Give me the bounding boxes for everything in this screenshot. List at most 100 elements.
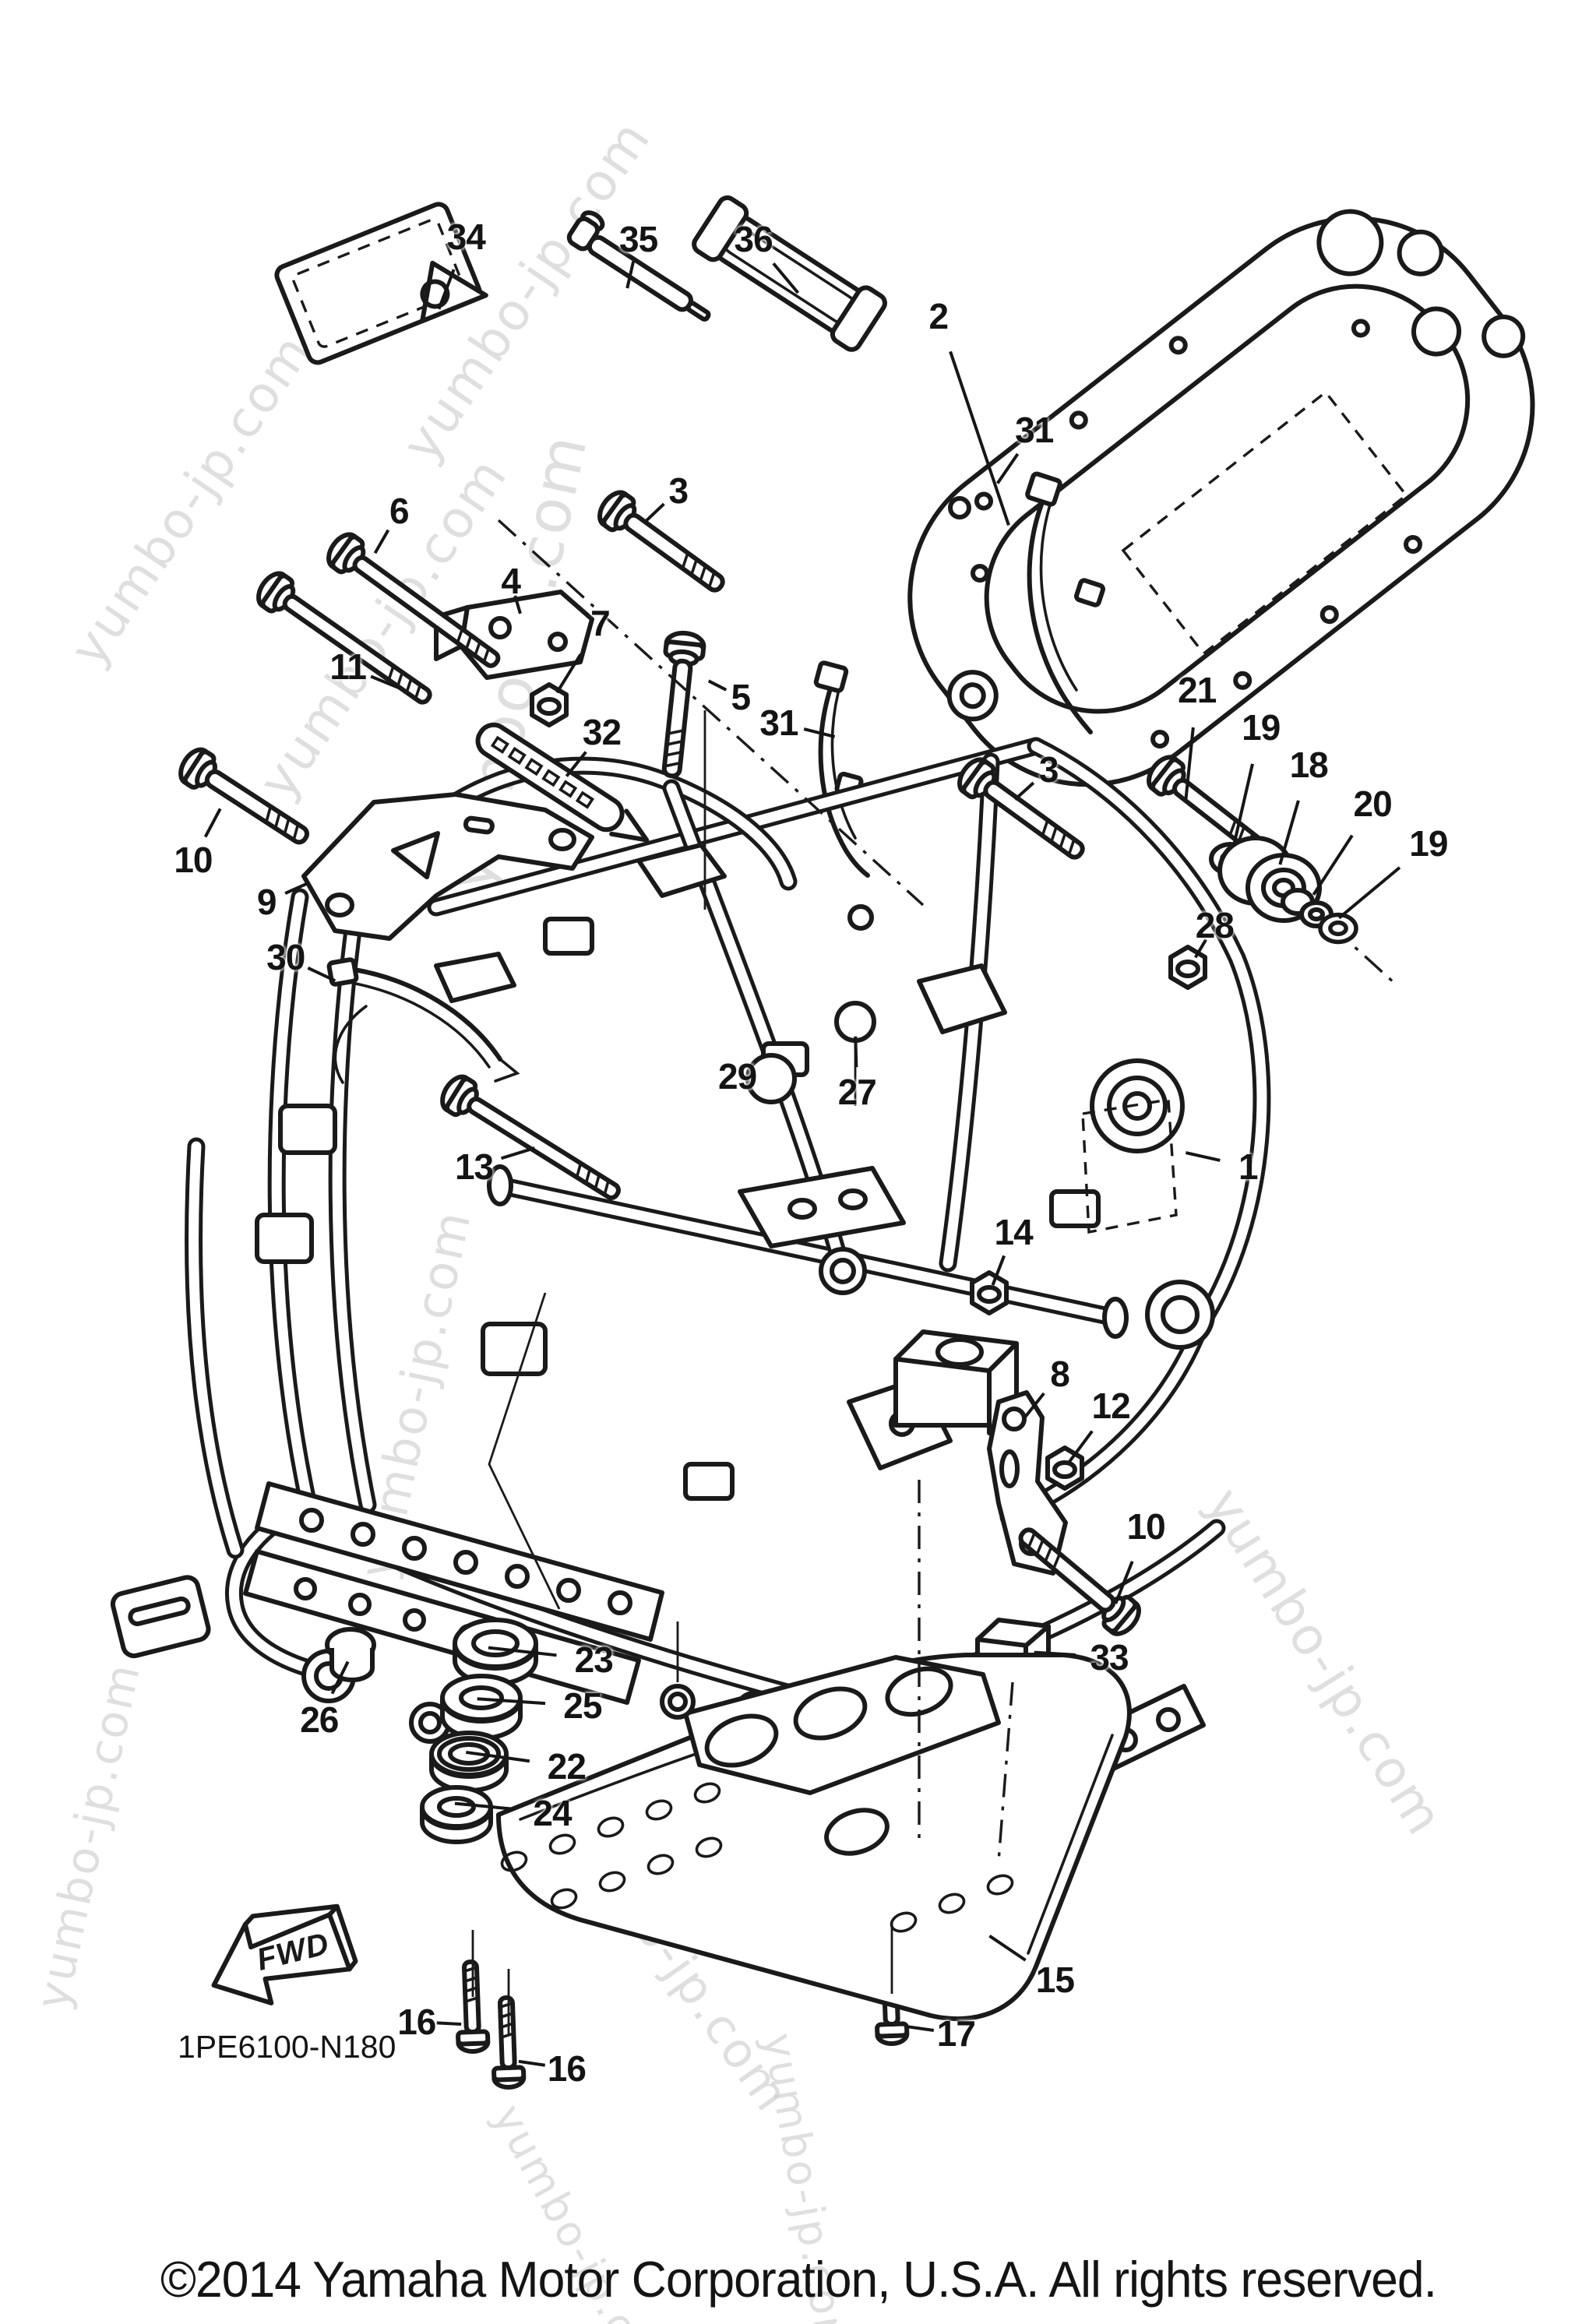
leader-line-28: [1193, 938, 1207, 959]
band-part: [692, 195, 887, 352]
callout-7: 7: [590, 602, 611, 643]
callout-2: 2: [928, 295, 949, 336]
leader-line-1: [1185, 1151, 1221, 1162]
leader-line-16: [436, 2021, 462, 2026]
leader-line-8: [1023, 1392, 1045, 1419]
leader-line-14: [991, 1255, 1006, 1286]
subframe-stud: [948, 496, 971, 519]
leader-line-12: [1068, 1430, 1094, 1463]
leader-line-3: [645, 502, 665, 522]
pouch-part: [274, 202, 488, 365]
cable-guide-upper: [1025, 471, 1105, 734]
leader-line-4: [513, 595, 522, 614]
rear-subframe-part: [907, 209, 1535, 787]
leader-line-31: [995, 452, 1020, 484]
leader-line-33: [1034, 1650, 1076, 1657]
leader-line-6: [373, 529, 390, 555]
callout-29: 29: [718, 1055, 757, 1097]
part-code-label: 1PE6100-N180: [178, 2029, 396, 2065]
callout-8: 8: [1050, 1353, 1070, 1394]
callout-1: 1: [1238, 1146, 1259, 1187]
callout-16: 16: [547, 2048, 587, 2089]
callout-30: 30: [266, 937, 305, 978]
leader-line-7: [555, 653, 583, 694]
callout-6: 6: [389, 491, 410, 532]
callout-33: 33: [1090, 1636, 1129, 1678]
leader-lines: [203, 261, 1401, 2067]
leader-line-20: [1312, 834, 1354, 896]
callout-19: 19: [1242, 706, 1281, 748]
callout-14: 14: [994, 1211, 1034, 1252]
plug-26-part: [325, 1627, 376, 1682]
callout-15: 15: [1035, 1960, 1075, 2001]
callout-17: 17: [936, 2013, 976, 2054]
callout-16: 16: [397, 2002, 436, 2043]
leader-line-3: [1013, 781, 1035, 801]
callout-19: 19: [1409, 823, 1448, 864]
leader-line-32: [565, 751, 587, 777]
callout-18: 18: [1289, 744, 1329, 785]
leader-line-31: [803, 727, 836, 738]
leader-line-27: [854, 1036, 858, 1068]
leader-line-19: [1337, 866, 1401, 920]
callout-3: 3: [1038, 748, 1059, 790]
main-frame-part: [110, 737, 1271, 1852]
bracket-9-part: [301, 792, 594, 941]
leader-line-5: [707, 679, 728, 692]
nut-14-part: [972, 1273, 1006, 1313]
leader-line-15: [988, 1935, 1027, 1962]
leader-line-13: [501, 1146, 536, 1160]
band-30-part: [326, 957, 520, 1084]
leader-line-17: [906, 2025, 935, 2032]
leader-line-22: [466, 1750, 530, 1763]
callout-36: 36: [734, 219, 773, 260]
leader-line-2: [949, 350, 1010, 526]
leader-line-23: [488, 1646, 557, 1657]
callout-31: 31: [1015, 410, 1054, 451]
callout-9: 9: [256, 881, 277, 922]
leader-line-16: [518, 2059, 546, 2067]
leader-line-30: [307, 967, 336, 983]
callout-22: 22: [547, 1745, 587, 1787]
construction-lines: [471, 519, 1178, 2036]
leader-line-25: [477, 1697, 546, 1706]
leader-line-34: [437, 269, 456, 310]
leader-line-21: [1184, 727, 1195, 800]
callout-20: 20: [1353, 783, 1393, 825]
callout-34: 34: [446, 217, 486, 258]
callout-27: 27: [837, 1072, 877, 1113]
callout-25: 25: [563, 1685, 602, 1727]
callout-31: 31: [759, 702, 798, 744]
callout-26: 26: [300, 1699, 339, 1741]
copyright-text: ©2014 Yamaha Motor Corporation, U.S.A. A…: [160, 2251, 1437, 2308]
fwd-arrow: FWD: [211, 1903, 358, 2005]
subframe-stud-2: [971, 564, 989, 583]
callout-21: 21: [1178, 670, 1217, 711]
callout-28: 28: [1195, 904, 1235, 945]
callout-24: 24: [533, 1792, 572, 1833]
leader-line-24: [454, 1801, 516, 1811]
leader-line-10: [203, 808, 222, 838]
leader-line-36: [772, 262, 800, 294]
bolt-10a-part: [175, 745, 315, 854]
callout-11: 11: [329, 646, 367, 688]
damper-strip-part: [475, 722, 650, 843]
leader-line-19: [1231, 763, 1254, 847]
nut-7-part: [532, 685, 566, 725]
callout-3: 3: [668, 470, 689, 511]
bolt-5-part: [653, 632, 705, 778]
callout-23: 23: [574, 1639, 614, 1680]
leader-line-18: [1278, 800, 1300, 865]
callout-5: 5: [731, 677, 751, 718]
leader-line-11: [370, 674, 400, 690]
leader-line-9: [284, 882, 309, 895]
callout-4: 4: [501, 561, 521, 601]
callout-10: 10: [1126, 1506, 1166, 1548]
skid-plate-part: [496, 1653, 1132, 2022]
leader-line-29: [745, 1075, 756, 1080]
pivot-hardware: [1143, 752, 1396, 988]
callout-13: 13: [454, 1146, 494, 1187]
rod-part: [566, 210, 711, 322]
leader-line-35: [625, 261, 636, 289]
